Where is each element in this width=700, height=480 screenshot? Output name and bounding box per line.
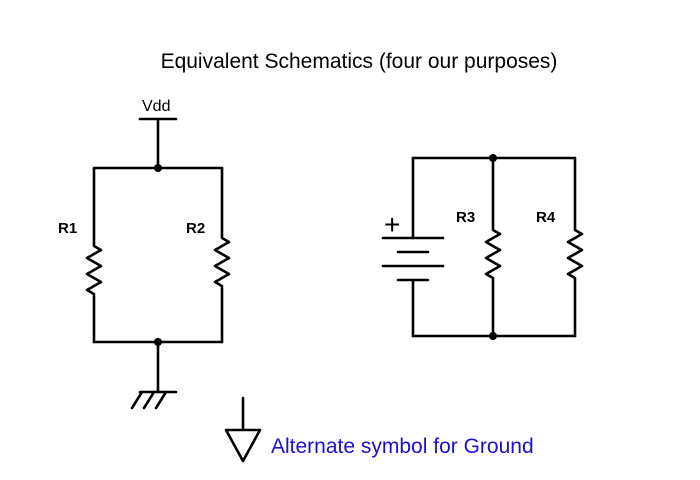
chassis-ground-icon: [130, 390, 178, 410]
left-circuit: Vdd R1 R2: [58, 98, 231, 410]
r2-label: R2: [186, 220, 205, 237]
right-bottom-node-dot: [489, 332, 497, 340]
r3-label: R3: [456, 209, 475, 226]
resistor-r1: [85, 166, 103, 344]
triangle-ground-icon: [224, 396, 262, 463]
vdd-label: Vdd: [142, 98, 170, 115]
resistor-r2: [213, 166, 231, 344]
right-circuit: + R3 R4: [381, 154, 584, 340]
resistor-r3: [484, 156, 502, 338]
slide-title: Equivalent Schematics (four our purposes…: [160, 50, 558, 73]
alternate-ground-caption: Alternate symbol for Ground: [271, 435, 534, 458]
r1-label: R1: [58, 220, 77, 237]
resistor-r4: [566, 156, 584, 338]
r4-label: R4: [536, 209, 556, 226]
battery-plus-sign: +: [384, 209, 400, 240]
battery-icon: [381, 236, 445, 282]
